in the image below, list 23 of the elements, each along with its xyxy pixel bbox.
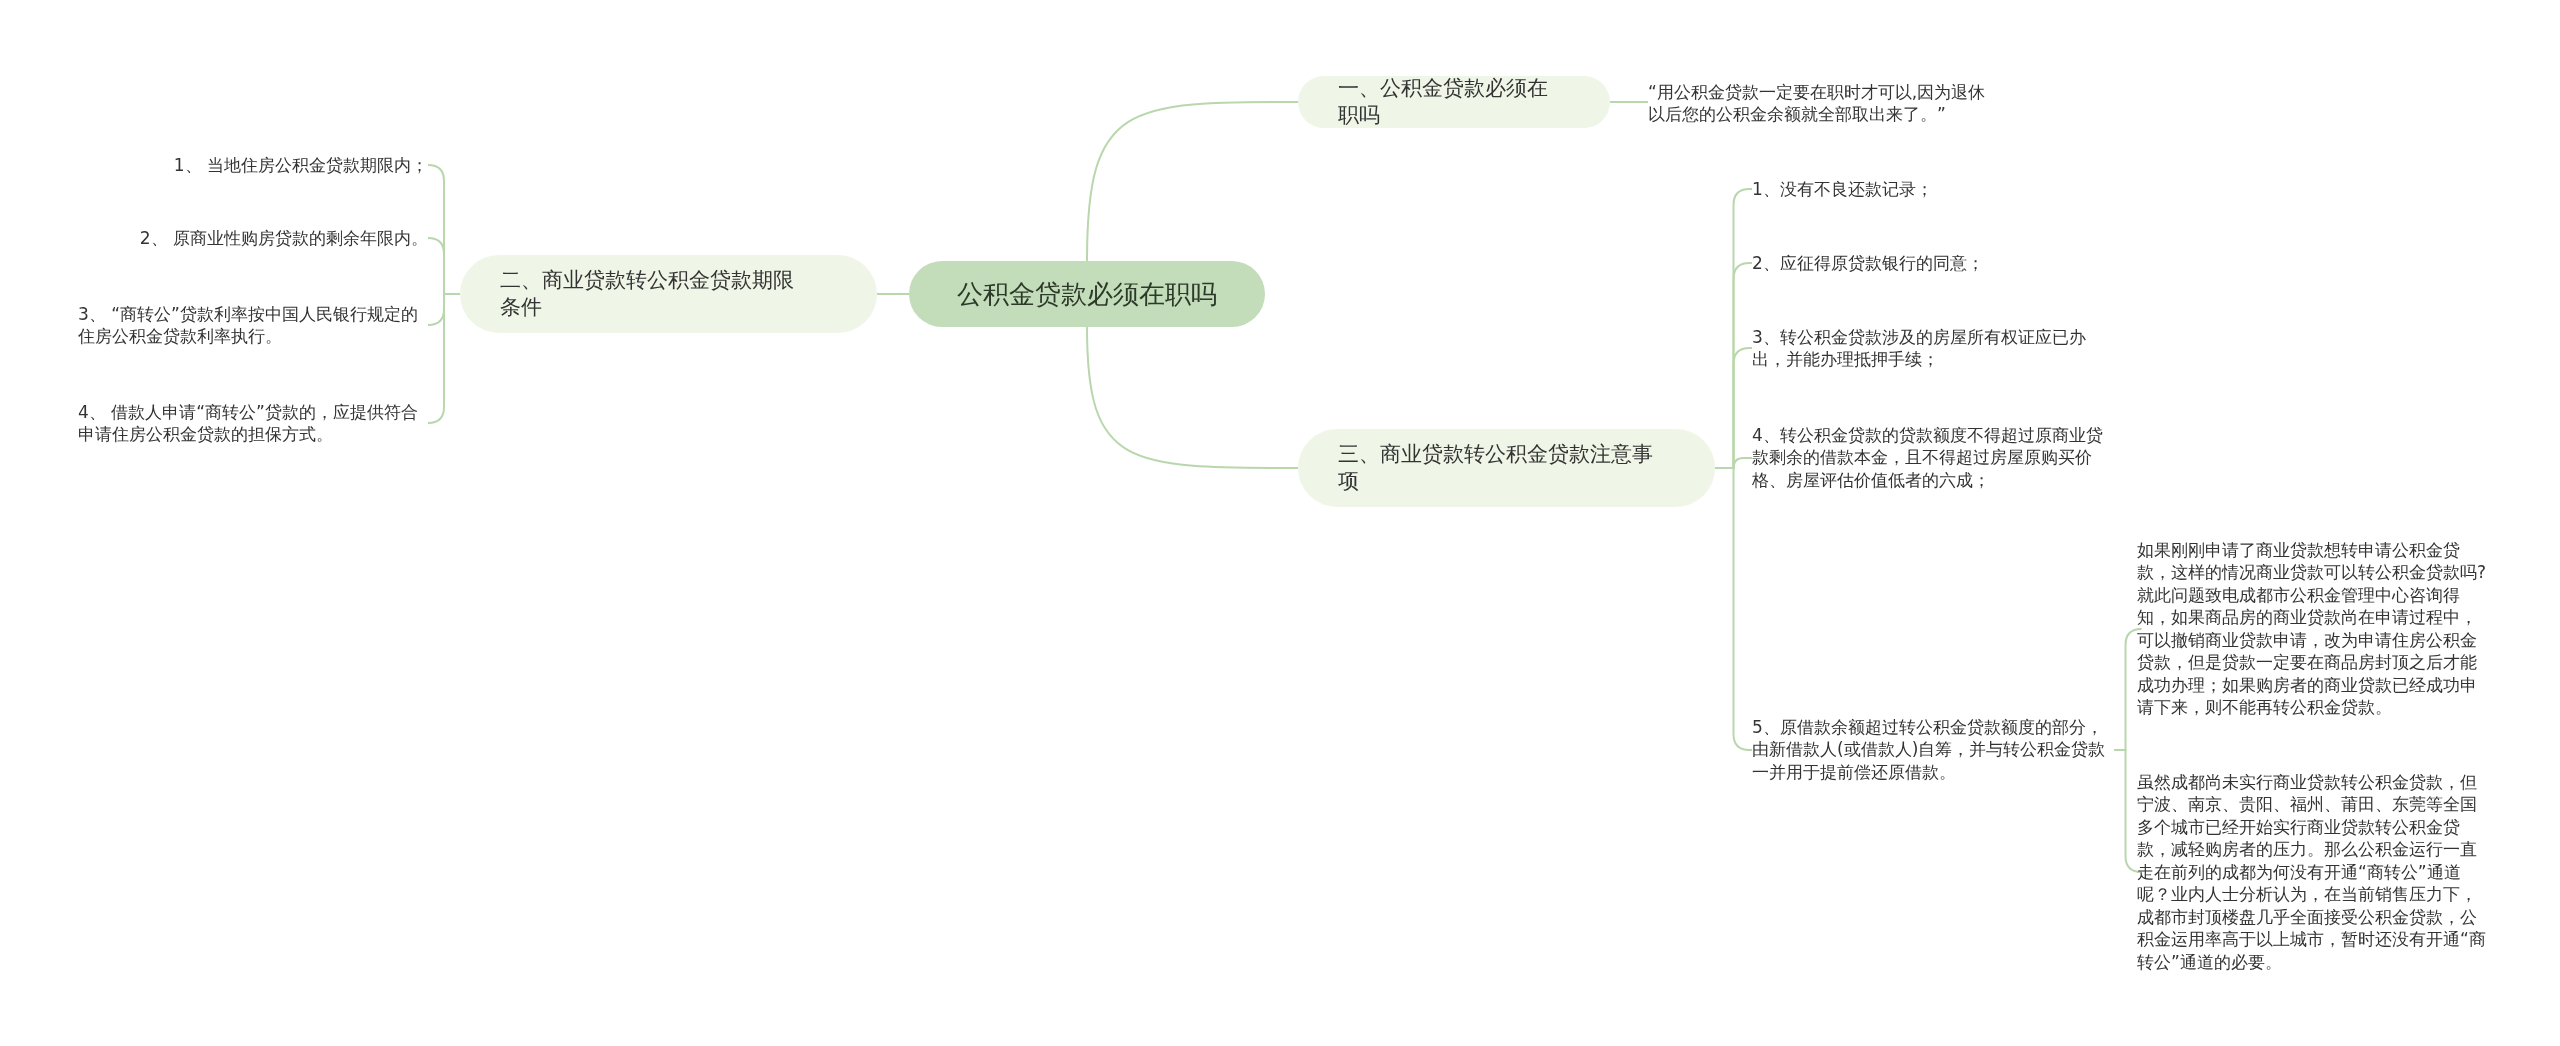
leaf-text: 2、 原商业性购房贷款的剩余年限内。 <box>139 226 428 250</box>
connector-line <box>1086 326 1299 469</box>
connector-line <box>2113 749 2143 873</box>
connector-line <box>876 293 910 295</box>
leaf-text: “用公积金贷款一定要在职时才可以,因为退休以后您的公积金余额就全部取出来了。” <box>1648 80 2000 126</box>
connector-line <box>1086 101 1299 262</box>
leaf-text: 1、 当地住房公积金贷款期限内； <box>173 153 428 177</box>
leaf-text: 3、 “商转公”贷款利率按中国人民银行规定的住房公积金贷款利率执行。 <box>78 302 428 348</box>
leaf-text: 2、应征得原贷款银行的同意； <box>1752 251 2114 275</box>
leaf-text: 虽然成都尚未实行商业贷款转公积金贷款，但宁波、南京、贵阳、福州、莆田、东莞等全国多个城市已经开始实行商业贷款转公积金贷款，减轻购房者的压力。那么公积金运行一直走在前列的成都为何没有开通“商转公”通道呢？业内人士分析认为，在当前销售压力下，成都市封顶楼盘几乎全面接受公积金贷款，公积金运用率高于以上城市，暂时还没有开通“商转公”通道的必要。 <box>2137 771 2489 973</box>
connector-line <box>1609 101 1649 103</box>
connector-line <box>427 293 461 424</box>
branch-topic: 一、公积金贷款必须在职吗 <box>1298 76 1610 128</box>
connector-line <box>1714 467 1753 751</box>
leaf-text: 3、转公积金贷款涉及的房屋所有权证应已办出，并能办理抵押手续； <box>1752 325 2114 371</box>
leaf-text: 4、转公积金贷款的贷款额度不得超过原商业贷款剩余的借款本金，且不得超过房屋原购买价格、房屋评估价值低者的六成； <box>1752 424 2114 492</box>
leaf-text: 5、原借款余额超过转公积金贷款额度的部分，由新借款人(或借款人)自筹，并与转公积金贷款一并用于提前偿还原借款。 <box>1752 716 2114 784</box>
branch-topic: 二、商业贷款转公积金贷款期限条件 <box>460 255 877 333</box>
central-topic: 公积金贷款必须在职吗 <box>909 261 1265 327</box>
leaf-text: 4、 借款人申请“商转公”贷款的，应提供符合申请住房公积金贷款的担保方式。 <box>78 400 428 446</box>
branch-topic: 三、商业贷款转公积金贷款注意事项 <box>1298 429 1715 507</box>
leaf-text: 1、没有不良还款记录； <box>1752 177 2114 201</box>
leaf-text: 如果刚刚申请了商业贷款想转申请公积金贷款，这样的情况商业贷款可以转公积金贷款吗?就此问题致电成都市公积金管理中心咨询得知，如果商品房的商业贷款尚在申请过程中，可以撤销商业贷款申请，改为申请住房公积金贷款，但是贷款一定要在商品房封顶之后才能成功办理；如果购房者的商业贷款已经成功申请下来，则不能再转公积金贷款。 <box>2137 539 2489 719</box>
